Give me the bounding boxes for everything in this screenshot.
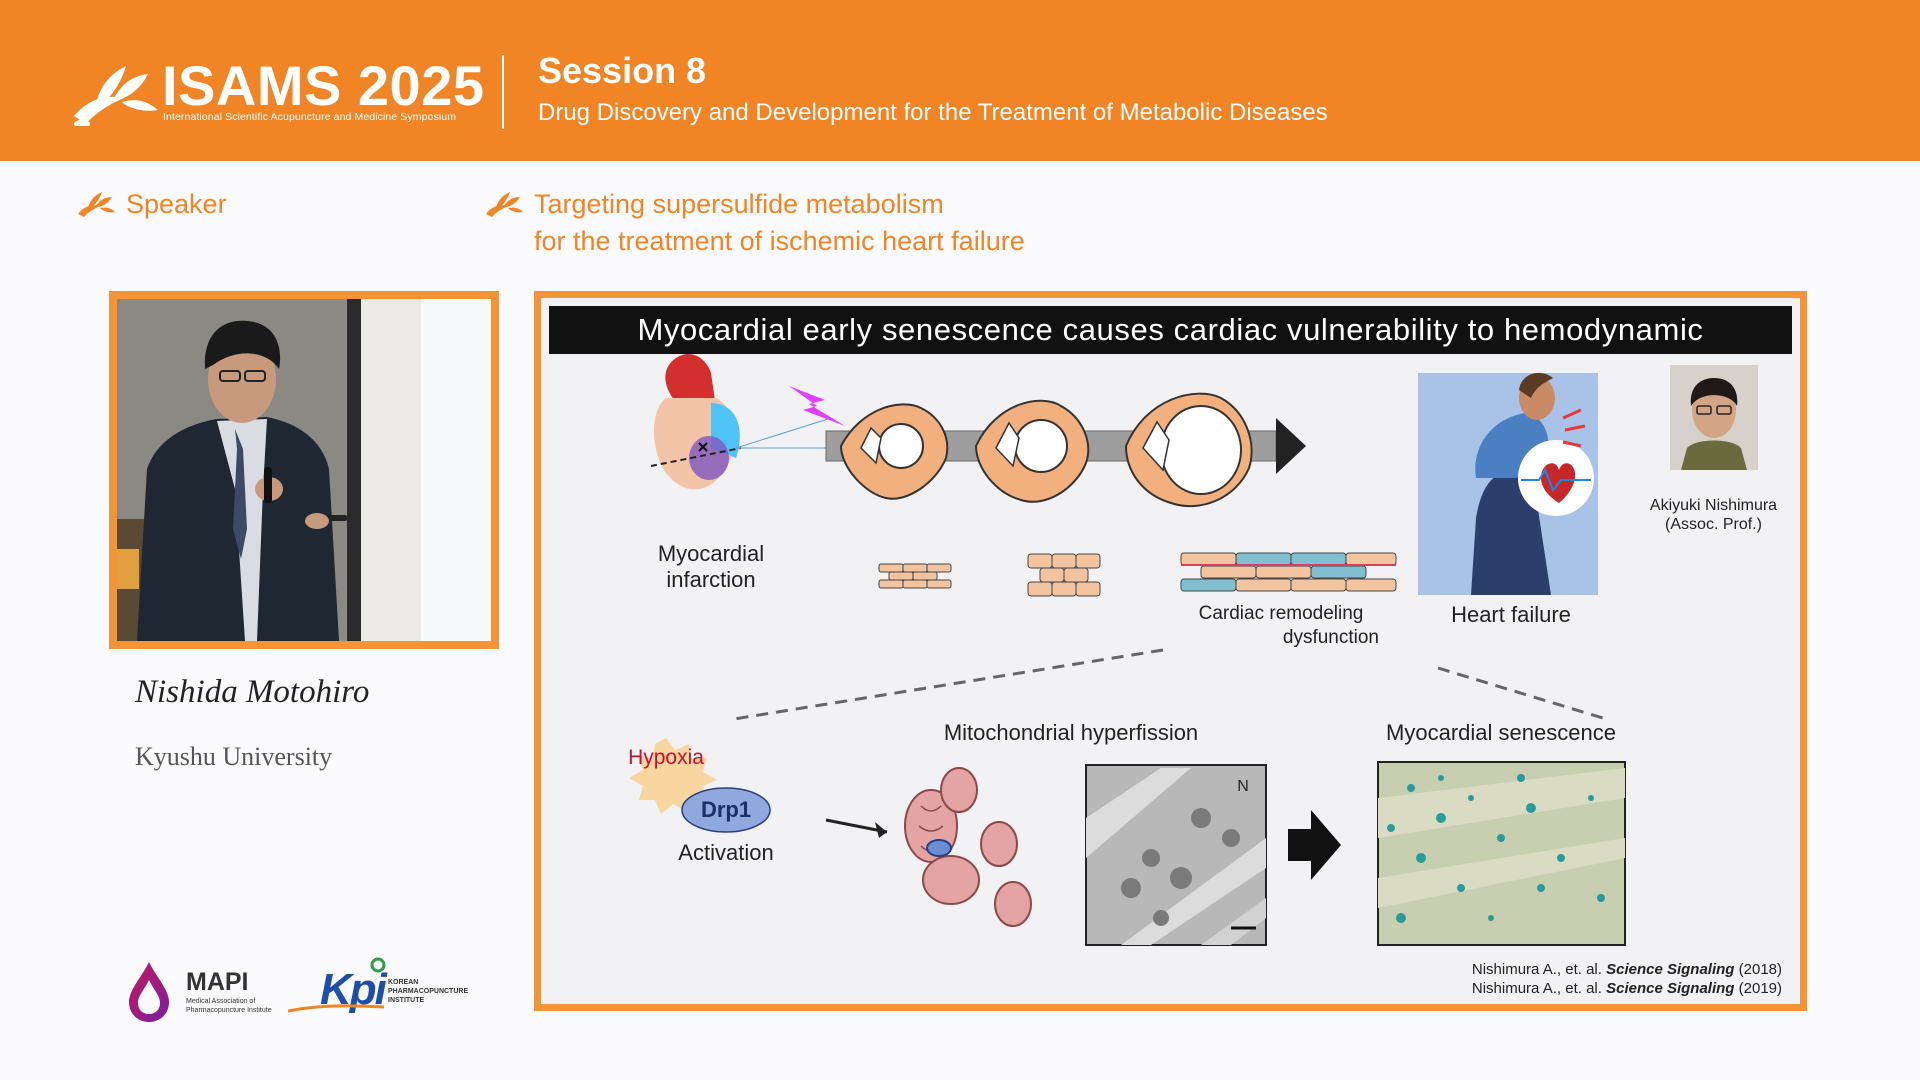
mapi-logo: MAPI Medical Association of Pharmacopunc…: [125, 958, 285, 1024]
kpi-subtitle-1: KOREAN: [388, 979, 419, 986]
session-title: Session 8: [538, 50, 707, 91]
mitochondria-icon: [904, 767, 1032, 927]
kpi-logo: Kpi KOREAN PHARMACOPUNCTURE INSTITUTE: [288, 955, 484, 1025]
researcher-photo: [1670, 365, 1758, 470]
speaker-video: [109, 291, 499, 649]
lightning-icon: [789, 386, 845, 426]
researcher-name: Akiyuki Nishimura: [1649, 497, 1778, 514]
session-subtitle: Drug Discovery and Development for the T…: [538, 99, 1328, 126]
presentation-slide: Myocardial early senescence causes cardi…: [534, 291, 1807, 1011]
remodeling-label-2: dysfunction: [1282, 627, 1379, 648]
citation-1: Nishimura A., et. al. Science Signaling …: [1471, 961, 1782, 978]
speaker-affiliation: Kyushu University: [135, 742, 333, 771]
myocardial-infarction-label-2: infarction: [666, 567, 756, 592]
header-bar: ISAMS 2025 International Scientific Acup…: [0, 0, 1920, 161]
heart-illustration-icon: [650, 353, 841, 490]
mitochondrial-hyperfission-label: Mitochondrial hyperfission: [943, 720, 1199, 745]
hypoxia-label: Hypoxia: [628, 746, 704, 769]
talk-title-line1: Targeting supersulfide metabolism: [534, 189, 944, 219]
cardiomyocyte-row-2-icon: [1027, 553, 1101, 597]
senescence-stain-image: [1377, 761, 1626, 946]
myocardial-senescence-label: Myocardial senescence: [1386, 720, 1616, 745]
heart-section-3-icon: [1124, 392, 1253, 508]
logo-title: ISAMS 2025: [162, 54, 485, 117]
citation-2: Nishimura A., et. al. Science Signaling …: [1471, 980, 1782, 997]
speaker-section-icon: [78, 192, 115, 217]
speaker-photo: [117, 299, 491, 641]
cardiomyocyte-row-3-icon: [1180, 552, 1397, 592]
slide-diagram: [629, 353, 1758, 946]
slide-title: Myocardial early senescence causes cardi…: [549, 306, 1792, 354]
mapi-drop-icon: [129, 962, 169, 1022]
kpi-subtitle-2: PHARMACOPUNCTURE: [388, 988, 469, 995]
talk-title-line2: for the treatment of ischemic heart fail…: [534, 226, 1025, 256]
researcher-title: (Assoc. Prof.): [1665, 516, 1762, 533]
talk-section-icon: [486, 192, 523, 217]
drp1-ellipse-icon: [681, 787, 771, 833]
myocardial-infarction-label-1: Myocardial: [657, 541, 765, 566]
isams-logo-icon: [74, 66, 158, 126]
heart-section-1-icon: [839, 403, 949, 500]
kpi-subtitle-3: INSTITUTE: [388, 997, 425, 1004]
electron-micrograph-image: [1085, 764, 1267, 946]
logo-subtitle: International Scientific Acupuncture and…: [163, 111, 457, 123]
speaker-label: Speaker: [126, 189, 227, 219]
kpi-swoosh-icon: [288, 957, 386, 1013]
header-divider: [502, 55, 504, 129]
heart-failure-illustration-icon: [1418, 372, 1598, 595]
heart-section-2-icon: [974, 399, 1090, 503]
mapi-name: MAPI: [186, 968, 249, 996]
progression-arrow-icon: [1276, 418, 1306, 474]
drp1-label: Drp1: [700, 797, 752, 822]
em-nucleus-marker: N: [1237, 778, 1249, 795]
speaker-name: Nishida Motohiro: [135, 674, 370, 710]
heart-failure-label: Heart failure: [1451, 602, 1571, 627]
cardiomyocyte-row-1-icon: [878, 563, 952, 589]
activation-label: Activation: [678, 840, 774, 865]
remodeling-label-1: Cardiac remodeling: [1198, 603, 1364, 624]
result-arrow-icon: [1288, 810, 1341, 880]
mapi-subtitle-2: Pharmacopuncture Institute: [186, 1007, 272, 1014]
mapi-subtitle-1: Medical Association of: [186, 998, 256, 1005]
